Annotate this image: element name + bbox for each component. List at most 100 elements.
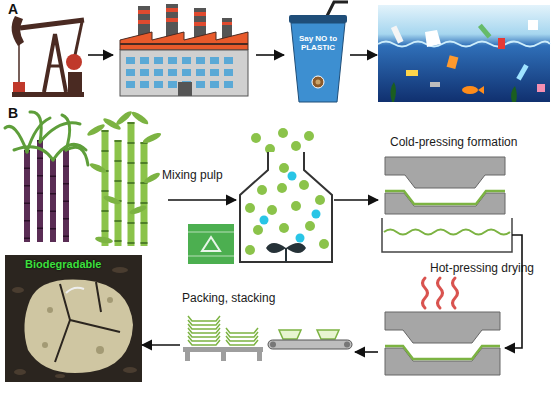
flow-arrow — [256, 55, 284, 56]
stacked-products — [226, 328, 258, 333]
ocean-plastic-scene — [462, 86, 478, 94]
stacked-products — [226, 332, 258, 337]
soil-photo — [5, 255, 142, 382]
hot-press-mold — [385, 346, 500, 359]
sugarcane — [24, 150, 30, 242]
sugarcane — [24, 150, 30, 242]
factory — [194, 12, 206, 16]
factory — [138, 10, 150, 14]
pulp-tank — [384, 230, 510, 235]
pulp-mixer — [291, 201, 301, 211]
sugarcane — [14, 147, 53, 160]
pulp-mixer — [304, 131, 314, 141]
sugarcane — [40, 123, 80, 142]
pulp-mixer — [253, 225, 263, 235]
ocean-plastic-scene — [478, 86, 484, 94]
stacked-products — [188, 324, 220, 329]
process-stage: Packing, stacking — [180, 292, 355, 368]
factory — [222, 22, 232, 25]
soil-photo — [123, 367, 137, 373]
plastic-cup — [312, 76, 324, 88]
bamboo — [89, 161, 108, 174]
sugarcane — [53, 144, 86, 160]
pulp-mixer — [260, 216, 269, 225]
ocean-plastic-scene — [406, 70, 418, 76]
pallet — [183, 347, 263, 361]
pulp-mixer — [315, 195, 325, 205]
process-arrow — [334, 199, 378, 201]
cold-press-mold — [385, 157, 505, 188]
conveyor — [268, 330, 352, 349]
heat-waves — [453, 278, 458, 308]
ocean-plastic-scene — [498, 38, 505, 49]
pulp-mixer — [291, 141, 301, 151]
soil-photo — [66, 288, 84, 293]
stacked-products — [188, 332, 220, 337]
cold-press-mold — [385, 191, 505, 204]
pulp-mixer — [278, 128, 288, 138]
bamboo — [130, 110, 150, 126]
pulp-tank — [382, 218, 512, 252]
flow-arrow — [88, 54, 113, 56]
soil-photo — [42, 297, 113, 354]
process-arrow — [142, 344, 180, 346]
plastic-cup — [291, 23, 345, 102]
plastic-cup — [316, 80, 321, 85]
conveyor — [317, 330, 339, 339]
flow-arrow — [88, 55, 113, 56]
process-stage: Cold-pressing formation — [378, 136, 512, 254]
bamboo — [105, 122, 144, 246]
factory — [178, 82, 192, 96]
oil-pump-jack — [12, 92, 84, 97]
stacked-products — [226, 336, 258, 341]
oil-pump-jack — [13, 82, 25, 92]
ocean-plastic-scene — [511, 86, 517, 102]
bamboo — [105, 122, 144, 246]
soil-photo — [12, 267, 137, 378]
sugarcane — [66, 147, 88, 165]
stacked-products — [188, 340, 220, 345]
pulp-mixer — [285, 248, 287, 262]
bamboo — [129, 204, 148, 216]
oil-pump-jack — [20, 20, 84, 28]
pulp-mixer — [260, 172, 321, 243]
plastic-cup — [289, 15, 347, 23]
factory — [120, 43, 248, 45]
stacked-products — [188, 328, 220, 333]
bamboo — [102, 130, 109, 246]
plastic-cup — [289, 2, 348, 102]
cold-press-mold — [385, 157, 505, 214]
soil-photo — [96, 346, 104, 354]
factory — [120, 32, 248, 50]
ocean-plastic-scene — [516, 64, 528, 80]
bamboo — [115, 140, 122, 246]
sugarcane — [50, 158, 56, 242]
bamboo — [142, 131, 163, 145]
pulp-mixer — [277, 183, 287, 193]
bamboo — [86, 109, 162, 246]
hot-press-mold — [385, 312, 500, 343]
stacked-products — [188, 316, 220, 321]
process-stage: Mixing pulp — [238, 150, 334, 264]
conveyor — [270, 342, 276, 348]
soil-photo — [12, 287, 24, 293]
process-stage: Hot-pressing drying — [378, 262, 505, 378]
heat-waves — [423, 278, 428, 308]
stacked-products — [188, 336, 220, 341]
pallet — [185, 352, 190, 361]
pulp-mixer — [312, 210, 321, 219]
sugarcane — [37, 140, 43, 242]
recycled-paper — [188, 255, 234, 257]
bamboo — [103, 194, 122, 206]
soil-photo — [42, 342, 48, 348]
sugarcane — [50, 158, 56, 242]
oil-pump-jack — [66, 54, 82, 70]
flow-arrow — [350, 55, 377, 56]
process-arrow — [505, 235, 522, 348]
bamboo — [102, 130, 109, 246]
soil-photo — [5, 255, 142, 382]
conveyor — [279, 330, 301, 339]
process-stage: Biodegradable — [5, 255, 142, 382]
bamboo — [95, 235, 114, 244]
